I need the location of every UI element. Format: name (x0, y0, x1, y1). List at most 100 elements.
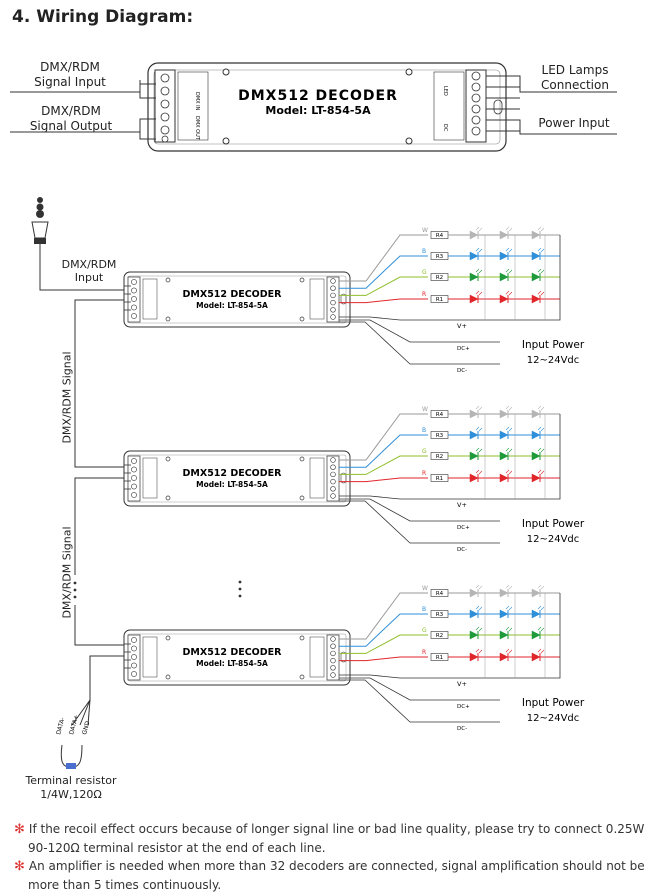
led-icon (499, 652, 509, 662)
resistor-label: R4 (436, 233, 444, 239)
right-terminal-label-1: LED (442, 86, 448, 96)
led-icon (531, 294, 541, 304)
dcplus-label: DC+ (457, 704, 470, 710)
dcminus-label: DC- (457, 547, 467, 553)
dcminus-label: DC- (457, 726, 467, 732)
note-2-line-1: An amplifier is needed when more than 32… (28, 859, 645, 873)
dcplus-wire (339, 498, 500, 522)
label-line: Input (74, 271, 104, 284)
input-power-voltage: 12~24Vdc (527, 534, 580, 545)
led-icon (469, 430, 479, 440)
channel-wire-W (339, 413, 428, 461)
led-icon (531, 251, 541, 261)
led-icon (499, 251, 509, 261)
channel-label-W: W (422, 406, 428, 413)
resistor-wire-gnd: GND (81, 720, 91, 735)
note-1-line-2: 90-120Ω terminal resistor at the end of … (28, 841, 326, 855)
note-2-line-2: more than 5 times continuously. (28, 878, 222, 892)
channel-wire-G (339, 455, 428, 475)
note-1-line-1: If the recoil effect occurs because of l… (28, 822, 645, 836)
input-power-voltage: 12~24Vdc (527, 713, 580, 724)
led-icon (499, 451, 509, 461)
resistor-label: R2 (436, 454, 443, 460)
led-icon (531, 588, 541, 598)
led-icon (499, 630, 509, 640)
led-icon (469, 630, 479, 640)
channel-wire-B (339, 255, 428, 289)
led-icon (531, 652, 541, 662)
right-terminal-label-2: DC (442, 124, 448, 132)
dcplus-wire (339, 319, 500, 343)
channel-label-G: G (422, 448, 427, 455)
resistor-label: R1 (436, 297, 443, 303)
asterisk-icon: ✻ (14, 859, 25, 874)
resistor-label: R1 (436, 655, 443, 661)
decoder-title: DMX512 DECODER (183, 289, 283, 300)
top-decoder-model: Model: LT-854-5A (265, 104, 371, 117)
label-line: Connection (541, 78, 609, 92)
channel-wire-B (339, 613, 428, 647)
label-line: DMX/RDM (41, 104, 101, 118)
channel-label-B: B (422, 606, 426, 613)
led-icon (469, 294, 479, 304)
channel-wire-R (339, 656, 428, 662)
led-icon (531, 451, 541, 461)
label-line: 1/4W,120Ω (40, 788, 102, 801)
led-icon (499, 588, 509, 598)
left-terminal-label-2: DMX OUT (194, 116, 200, 141)
resistor-label: R2 (436, 275, 443, 281)
resistor-wire-data-plus: DATA+ (68, 714, 80, 736)
section-title: 4. Wiring Diagram: (12, 7, 194, 27)
channel-wire-G (339, 276, 428, 296)
channel-wire-B (339, 434, 428, 468)
vplus-wire (339, 593, 561, 679)
dcminus-wire (339, 321, 500, 365)
input-power-voltage: 12~24Vdc (527, 355, 580, 366)
note-2: ✻An amplifier is needed when more than 3… (14, 857, 645, 894)
terminal-resistor-label: Terminal resistor 1/4W,120Ω (16, 774, 126, 802)
dmx-signal-input-label: DMX/RDM Signal Input (24, 60, 116, 90)
led-icon (499, 609, 509, 619)
led-icon (469, 409, 479, 419)
dcminus-label: DC- (457, 368, 467, 374)
note-1: ✻If the recoil effect occurs because of … (14, 820, 644, 857)
label-line: LED Lamps (541, 63, 609, 77)
led-icon (531, 409, 541, 419)
led-icon (499, 272, 509, 282)
dcminus-wire (339, 679, 500, 723)
label-line: Signal Input (34, 75, 106, 89)
dcplus-label: DC+ (457, 525, 470, 531)
channel-label-W: W (422, 585, 428, 592)
led-icon (469, 230, 479, 240)
led-icon (469, 473, 479, 483)
left-terminal-label-1: DMX IN (194, 92, 200, 111)
led-icon (469, 272, 479, 282)
decoder-title: DMX512 DECODER (183, 468, 283, 479)
dmx-connector (31, 197, 124, 291)
vplus-label: V+ (457, 501, 467, 509)
channel-label-W: W (422, 227, 428, 234)
led-icon (499, 473, 509, 483)
dcminus-wire (339, 500, 500, 544)
led-icon (531, 272, 541, 282)
label-line: Terminal resistor (25, 774, 117, 787)
channel-label-G: G (422, 627, 427, 634)
dmx-rdm-input-label: DMX/RDM Input (56, 258, 122, 284)
label-line: DMX/RDM (61, 258, 117, 271)
led-icon (499, 230, 509, 240)
channel-wire-R (339, 477, 428, 483)
led-icon (469, 451, 479, 461)
led-icon (531, 630, 541, 640)
led-icon (469, 609, 479, 619)
resistor-label: R3 (436, 254, 444, 260)
channel-wire-G (339, 634, 428, 654)
terminal-resistor: DATA- DATA+ GND (55, 714, 92, 769)
dcplus-label: DC+ (457, 346, 470, 352)
label-line: Signal Output (29, 119, 113, 133)
resistor-label: R1 (436, 476, 443, 482)
led-icon (531, 609, 541, 619)
